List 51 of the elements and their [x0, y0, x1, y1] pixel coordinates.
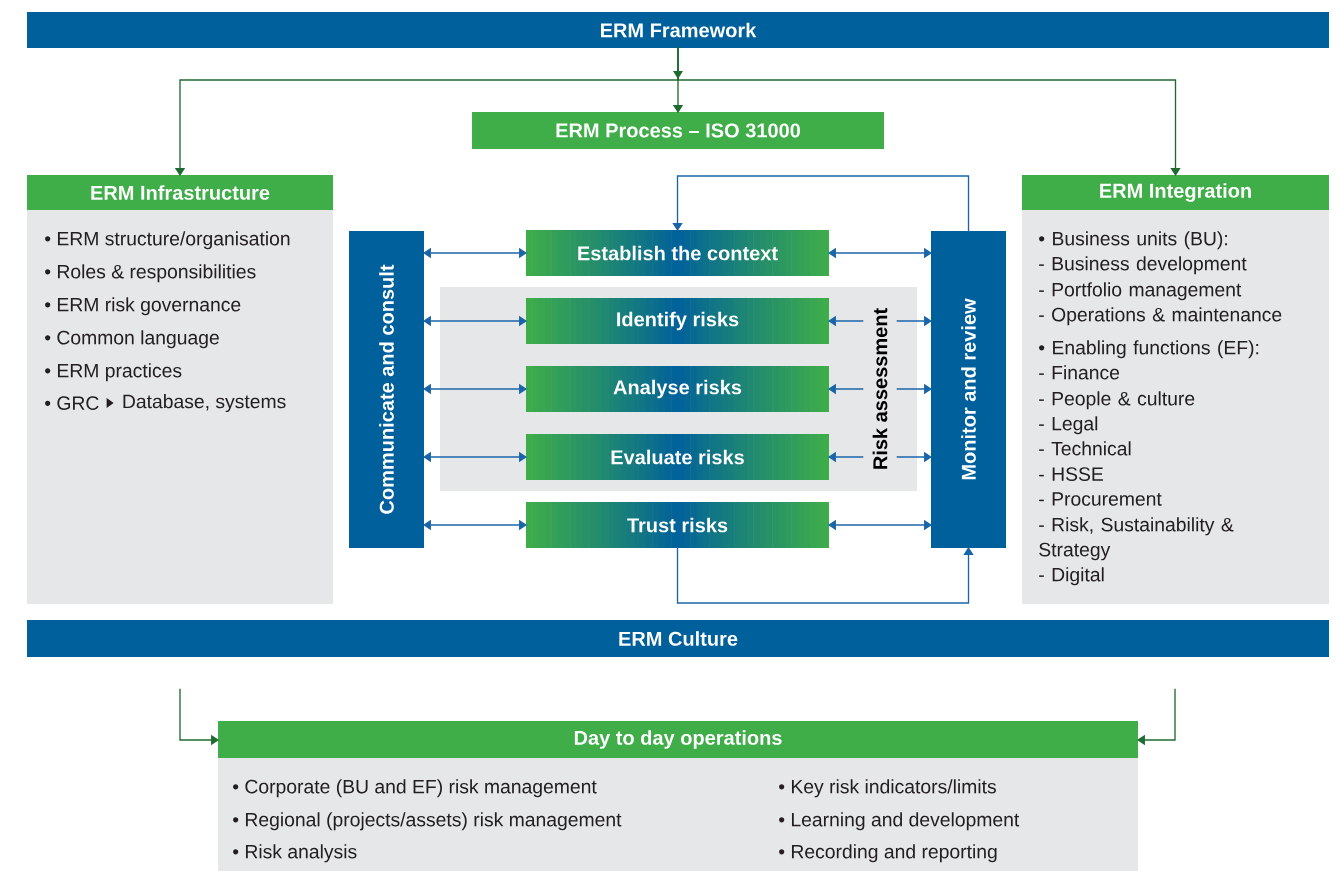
arrow [672, 175, 970, 233]
node-label: Establish the context [578, 245, 778, 261]
list-item: - Risk, Sustainability & Strategy [1039, 517, 1234, 561]
node-label: Evaluate risks [611, 449, 744, 465]
arrow [676, 546, 974, 604]
list-item: Database, systems [123, 394, 286, 413]
list-item: • Business units (BU): [1039, 231, 1227, 250]
list-item: • GRC [45, 396, 99, 410]
info-panel [218, 721, 1138, 871]
banner: ERM Framework [27, 12, 1329, 48]
banner: ERM Culture [27, 620, 1329, 657]
arrowhead [673, 71, 683, 79]
list-item: • ERM risk governance [45, 297, 241, 316]
vertical-label: Risk assessment [863, 306, 897, 472]
list-item: - Legal [1039, 416, 1098, 435]
list-item: - HSSE [1039, 467, 1103, 481]
node-label: Analyse risks [613, 379, 742, 399]
node-label: Trust risks [627, 517, 728, 533]
banner: ERM Process – ISO 31000 [472, 112, 884, 149]
panel-heading: Day to day operations [218, 721, 1138, 758]
list-item: • Common language [45, 330, 219, 349]
list-item: • Corporate (BU and EF) risk management [233, 779, 597, 798]
process-step-box: Evaluate risks [526, 434, 829, 480]
info-panel [27, 175, 333, 604]
panel-heading: ERM Infrastructure [27, 175, 333, 210]
list-item: • Risk analysis [233, 844, 357, 863]
list-item: - Finance [1039, 365, 1120, 380]
list-item: - Technical [1039, 441, 1131, 456]
list-item: - Portfolio management [1039, 282, 1242, 301]
list-item: • Learning and development [779, 812, 1020, 831]
process-step-box: Trust risks [526, 502, 829, 548]
process-step-box: Identify risks [526, 298, 829, 344]
list-item: • ERM structure/organisation [45, 231, 290, 250]
list-item: - Procurement [1039, 492, 1162, 506]
node-label: Identify risks [617, 311, 739, 331]
list-item: • Regional (projects/assets) risk management [233, 812, 622, 831]
list-item: - Operations & maintenance [1039, 307, 1282, 326]
list-item: • Roles & responsibilities [45, 264, 256, 283]
list-item: - Business development [1039, 256, 1247, 275]
list-item: • ERM practices [45, 363, 182, 382]
process-step-box: Establish the context [526, 230, 829, 276]
list-item: - Digital [1039, 567, 1104, 586]
panel-heading: ERM Integration [1022, 175, 1329, 210]
info-panel [1022, 175, 1329, 604]
list-item: • Enabling functions (EF): [1039, 340, 1259, 359]
list-item: • Recording and reporting [779, 844, 997, 863]
list-item: - People & culture [1039, 391, 1195, 410]
list-item: • Key risk indicators/limits [779, 779, 996, 798]
vertical-bar: Monitor and review [931, 231, 1006, 548]
process-step-box: Analyse risks [526, 366, 829, 412]
vertical-bar: Communicate and consult [349, 231, 424, 548]
